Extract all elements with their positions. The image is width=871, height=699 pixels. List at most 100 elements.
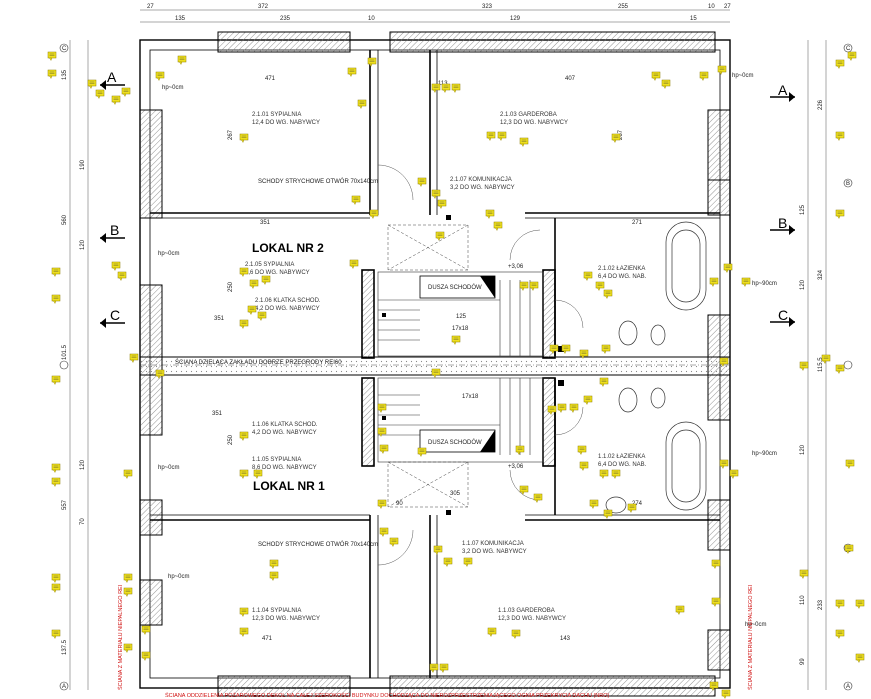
section-b-right-marker: B — [770, 215, 795, 235]
svg-text:4,2 DO WG. NABYWCY: 4,2 DO WG. NABYWCY — [252, 430, 317, 436]
svg-text:305: 305 — [450, 491, 461, 497]
stair-level-lower: +3,06 — [508, 464, 524, 470]
right-dim-2: 125 — [800, 204, 806, 215]
bidet-upper — [650, 324, 666, 346]
svg-text:1.1.04 SYPIALNIA: 1.1.04 SYPIALNIA — [252, 608, 301, 614]
room-1-1-07: 1.1.07 KOMUNIKACJA 3,2 DO WG. NABYWCY — [462, 541, 527, 555]
stair-well-upper: DUSZA SCHODÓW 17x18 +3,06 — [419, 264, 524, 332]
svg-text:8,6 DO WG. NABYWCY: 8,6 DO WG. NABYWCY — [245, 270, 310, 276]
stair-well-upper-label: DUSZA SCHODÓW — [428, 284, 482, 291]
svg-text:143: 143 — [560, 636, 571, 642]
section-c-right-marker: C — [770, 307, 795, 327]
svg-text:hp~0cm: hp~0cm — [732, 73, 754, 79]
room-2-1-06: 2.1.06 KLATKA SCHOD.4,2 DO WG. NABYWCY — [255, 298, 321, 312]
top-sub-dim-3: 10 — [368, 16, 375, 22]
interior-walls — [150, 50, 720, 678]
right-dim-7: 110 — [800, 595, 806, 605]
lokal-1-label: LOKAL NR 1 — [253, 479, 325, 493]
svg-text:1.1.07 KOMUNIKACJA: 1.1.07 KOMUNIKACJA — [462, 541, 524, 547]
svg-text:12,4 DO WG. NABYWCY: 12,4 DO WG. NABYWCY — [252, 120, 320, 126]
bathtub-lower — [665, 421, 707, 511]
svg-text:B: B — [778, 215, 787, 231]
top-sub-dim-4: 129 — [510, 16, 521, 22]
svg-text:B: B — [110, 222, 119, 238]
section-c-left-marker: C — [100, 307, 125, 328]
right-dimensions: 226 125 324 115.5 120 120 110 233 99 — [800, 99, 824, 665]
top-sub-dim-5: 15 — [690, 16, 697, 22]
room-1-1-04: 1.1.04 SYPIALNIA 12,3 DO WG. NABYWCY — [252, 608, 320, 622]
axis-label-4: A — [62, 684, 66, 690]
svg-text:351: 351 — [212, 411, 223, 417]
bathroom-fixtures — [605, 221, 707, 514]
bidet-lower — [650, 387, 666, 409]
axis-label-1: C — [62, 46, 67, 52]
top-dim-4: 255 — [618, 4, 629, 10]
svg-text:250: 250 — [228, 281, 234, 292]
svg-text:2.1.05 SYPIALNIA: 2.1.05 SYPIALNIA — [245, 262, 294, 268]
left-dim-4: 120 — [80, 239, 86, 250]
svg-text:12,3 DO WG. NABYWCY: 12,3 DO WG. NABYWCY — [252, 616, 320, 622]
right-dim-5: 120 — [800, 279, 806, 290]
staircase-lower — [377, 377, 544, 463]
svg-text:3,2 DO WG. NABYWCY: 3,2 DO WG. NABYWCY — [462, 549, 527, 555]
svg-text:407: 407 — [565, 76, 576, 82]
svg-text:6,4 DO WG. NAB.: 6,4 DO WG. NAB. — [598, 462, 647, 468]
svg-text:125: 125 — [456, 314, 467, 320]
side-note-right: ŚCIANA Z MATERIAŁU NIEPALNEGO REI — [746, 584, 754, 690]
svg-text:hp~90cm: hp~90cm — [752, 281, 777, 287]
svg-text:271: 271 — [632, 220, 643, 226]
svg-text:1.1.03 GARDEROBA: 1.1.03 GARDEROBA — [498, 608, 555, 614]
partition-label: ŚCIANA DZIELĄCA ZAKŁADU DOBRZE PRZEGRODY… — [175, 358, 342, 366]
svg-text:A: A — [107, 69, 117, 85]
top-sub-dim-2: 235 — [280, 16, 291, 22]
bathtub-upper — [665, 221, 707, 311]
svg-text:A: A — [778, 82, 788, 98]
lokal-2-label: LOKAL NR 2 — [252, 241, 324, 255]
right-dim-6: 120 — [800, 444, 806, 455]
svg-text:471: 471 — [265, 76, 276, 82]
axis-label-2: C — [846, 46, 851, 52]
top-dim-1: 27 — [147, 4, 154, 10]
right-dim-3: 324 — [818, 269, 824, 280]
top-sub-dim-1: 135 — [175, 16, 186, 22]
left-dim-3: 560 — [62, 214, 68, 225]
svg-text:3,2 DO WG. NABYWCY: 3,2 DO WG. NABYWCY — [450, 185, 515, 191]
svg-text:90: 90 — [396, 501, 403, 507]
left-dim-2: 190 — [80, 159, 86, 170]
sink-lower — [605, 496, 627, 514]
window-frames — [139, 31, 731, 697]
top-dim-6: 27 — [724, 4, 731, 10]
doors — [377, 164, 584, 566]
right-dim-4: 115.5 — [818, 357, 824, 372]
bottom-fire-wall-note: ŚCIANA ODDZIELENIA POŻAROWEGO DEKOL NA C… — [165, 691, 610, 699]
left-dim-5: 101.5 — [62, 344, 68, 360]
room-2-1-05: 2.1.05 SYPIALNIA 8,6 DO WG. NABYWCY — [245, 262, 310, 276]
svg-text:274: 274 — [632, 501, 643, 507]
section-b-left-marker: B — [100, 222, 125, 243]
axis-label-5: A — [846, 684, 850, 690]
svg-text:6,4 DO WG. NAB.: 6,4 DO WG. NAB. — [598, 274, 647, 280]
svg-text:4,2 DO WG. NABYWCY: 4,2 DO WG. NABYWCY — [255, 306, 320, 312]
right-dim-1: 226 — [818, 99, 824, 110]
section-markers: A A B B C C — [100, 69, 795, 328]
svg-text:hp~0cm: hp~0cm — [745, 622, 767, 628]
top-dim-3: 323 — [482, 4, 493, 10]
svg-text:1.1.05 SYPIALNIA: 1.1.05 SYPIALNIA — [252, 457, 301, 463]
top-dim-2: 372 — [258, 4, 269, 10]
svg-text:hp~90cm: hp~90cm — [752, 451, 777, 457]
svg-text:hp~0cm: hp~0cm — [158, 251, 180, 257]
svg-text:2.1.03 GARDEROBA: 2.1.03 GARDEROBA — [500, 112, 557, 118]
svg-text:267: 267 — [618, 129, 624, 140]
stair-well-lower: DUSZA SCHODÓW 17x18 +3,06 — [419, 394, 524, 470]
left-dim-7: 70 — [80, 518, 86, 525]
svg-text:hp~0cm: hp~0cm — [168, 574, 190, 580]
